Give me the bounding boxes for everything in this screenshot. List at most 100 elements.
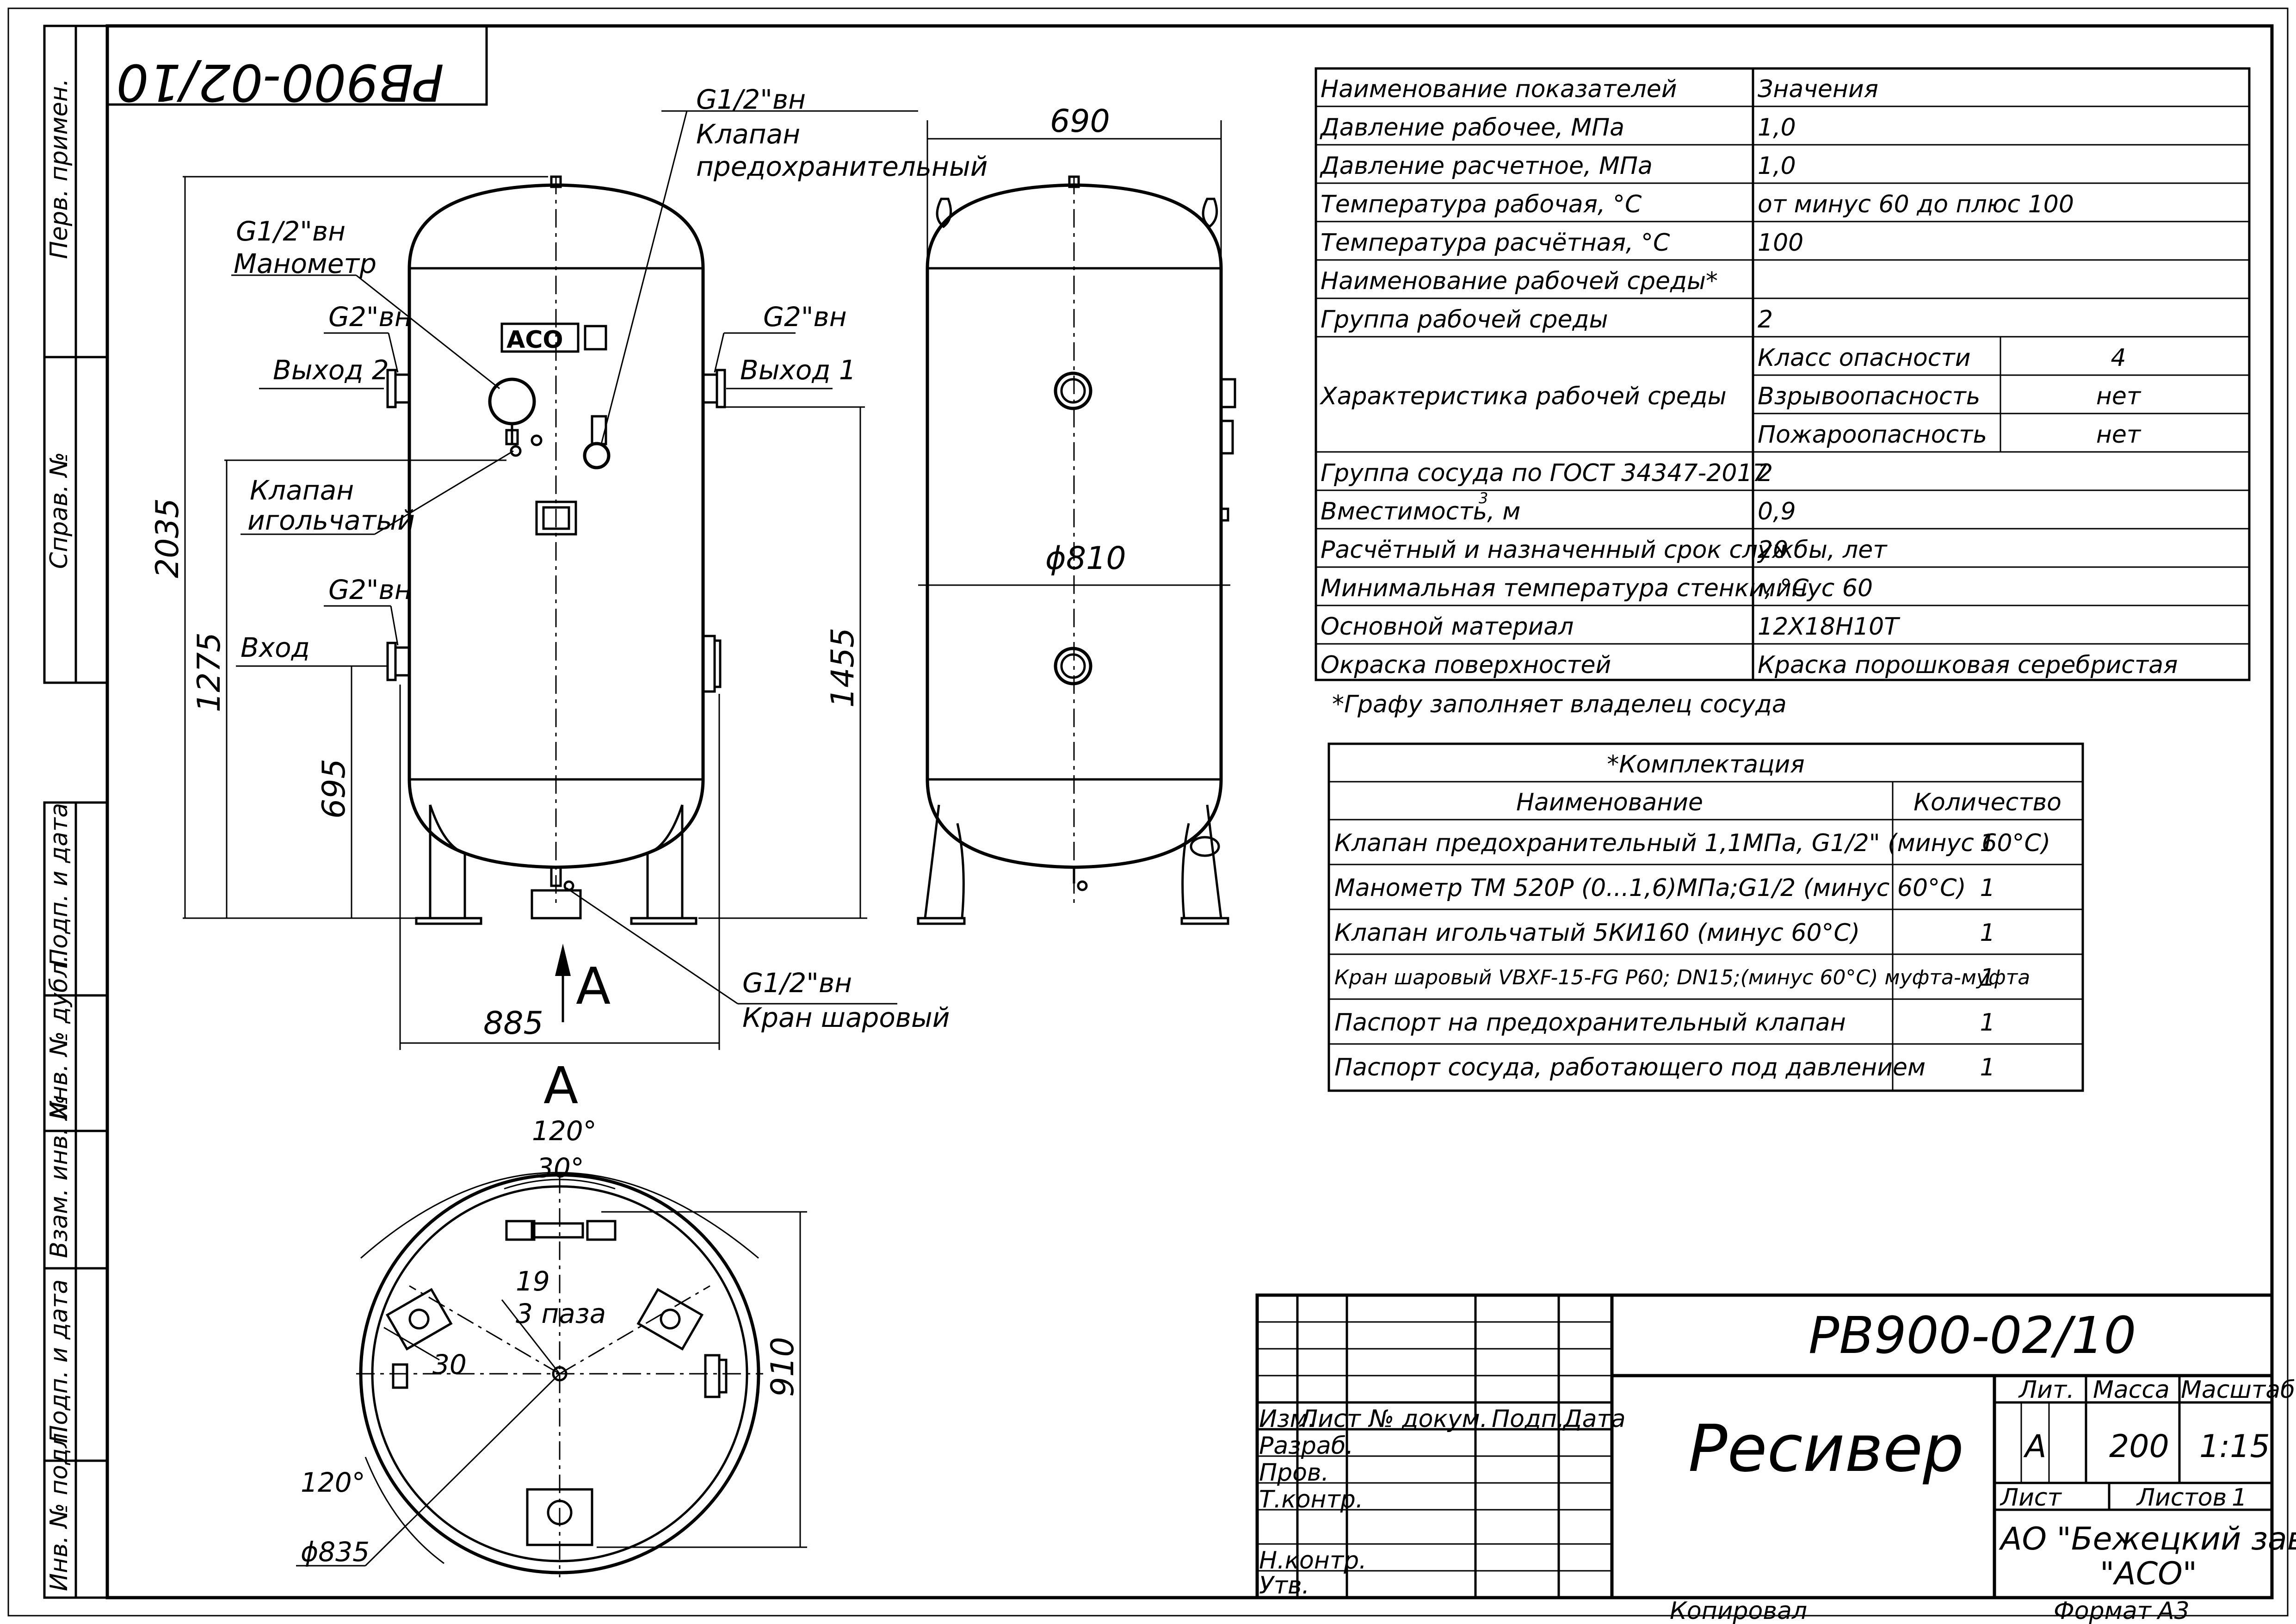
label-out1-conn: G2"вн: [763, 301, 847, 333]
label-910: 910: [765, 1337, 801, 1397]
params-row-value: 1,0: [1758, 114, 1796, 142]
kit-row-name: Клапан предохранительный 1,1МПа, G1/2" (…: [1334, 829, 2050, 857]
tb-sheets: 1: [2232, 1484, 2247, 1512]
params-sub-label: Класс опасности: [1758, 344, 1970, 372]
kit-row-name: Кран шаровый VBXF-15-FG P60; DN15;(минус…: [1334, 966, 2030, 989]
dim-1275: 1275: [191, 632, 228, 712]
params-row-value: от минус 60 до плюс 100: [1758, 191, 2074, 218]
dim-1455: 1455: [825, 628, 861, 708]
stamp-podp1: Подп. и дата: [45, 803, 73, 967]
params-row-value: 2: [1758, 459, 1773, 487]
params-row-label: Вместимость, м: [1321, 498, 1520, 525]
params-characteristic-label: Характеристика рабочей среды: [1319, 383, 1727, 410]
stamp-vzam: Взам. инв. №: [45, 1095, 73, 1258]
params-sub-value: 4: [2111, 344, 2126, 372]
params-row-label: Группа сосуда по ГОСТ 34347-2017: [1321, 459, 1768, 487]
stamp-podp2: Подп. и дата: [45, 1279, 73, 1443]
params-row-value: 0,9: [1758, 498, 1796, 525]
tb-role: Т.контр.: [1259, 1486, 1363, 1513]
params-row-label: Расчётный и назначенный срок службы, лет: [1321, 536, 1888, 564]
dim-2035: 2035: [149, 498, 186, 578]
tb-org-2: "АСО": [2100, 1556, 2197, 1592]
tb-col-doc: № докум.: [1368, 1405, 1487, 1433]
label-gauge-conn: G1/2"вн: [236, 216, 346, 247]
tb-sheet-label: Лист: [2000, 1484, 2062, 1512]
kit-row-qty: 1: [1980, 874, 1995, 902]
tb-scale: 1:15: [2199, 1428, 2270, 1465]
designation-rotated-box: PB900-02/10: [106, 25, 488, 112]
kit-row-name: Паспорт на предохранительный клапан: [1334, 1009, 1846, 1037]
dim-d810: ϕ810: [1045, 540, 1126, 577]
params-row-value: 12Х18Н10Т: [1758, 613, 1901, 641]
label-120-bottom: 120°: [301, 1467, 365, 1498]
kit-row-qty: 1: [1980, 829, 1995, 857]
params-row-label: Давление рабочее, МПа: [1320, 114, 1624, 142]
label-out1: Выход 1: [740, 354, 856, 386]
params-row-value: минус 60: [1758, 574, 1873, 602]
tb-format: А3: [2156, 1597, 2190, 1624]
bottom-view: А 120° 30° 19 3 паза 30 120° ϕ835: [296, 1056, 807, 1577]
ball-valve-icon: [550, 866, 562, 887]
params-row-value: 100: [1758, 229, 1803, 257]
stamp-perv: Перв. примен.: [45, 79, 73, 259]
bottom-view-title: А: [543, 1056, 578, 1115]
tb-col-list: Лист: [1299, 1405, 1361, 1433]
inlet-icon: [394, 646, 411, 677]
side-stamp: Перв. примен. Справ. № Подп. и дата Инв.…: [43, 25, 109, 1599]
params-row-value: 1,0: [1758, 152, 1796, 180]
kit-table: *Комплектация Наименование Количество Кл…: [1327, 742, 2084, 1092]
tb-copied: Копировал: [1670, 1597, 1807, 1624]
label-valve-2: предохранительный: [696, 151, 988, 182]
params-row-label: Температура рабочая, °С: [1321, 191, 1642, 218]
kit-row-qty: 1: [1980, 919, 1995, 947]
tb-role: Утв.: [1259, 1572, 1309, 1599]
tb-scale-label: Масштаб: [2181, 1376, 2295, 1404]
params-footnote: *Графу заполняет владелец сосуда: [1332, 691, 1787, 718]
tb-designation: РВ900-02/10: [1808, 1306, 2136, 1365]
params-row-label: Основной материал: [1321, 613, 1574, 641]
params-sub-value: нет: [2096, 383, 2142, 410]
label-ball: Кран шаровый: [742, 1002, 950, 1033]
params-header-name: Наименование показателей: [1321, 75, 1677, 103]
dim-885: 885: [483, 1005, 543, 1042]
stamp-inv-podl: Инв. № подл.: [45, 1425, 73, 1591]
tb-col-izm: Изм.: [1259, 1405, 1315, 1433]
params-volume-superscript: 3: [1479, 489, 1488, 507]
label-ball-conn: G1/2"вн: [742, 967, 852, 999]
view-arrow-a: А: [576, 957, 611, 1016]
stamp-sprav: Справ. №: [45, 452, 73, 569]
outlet-1-icon: [702, 373, 718, 404]
tb-mass: 200: [2109, 1428, 2169, 1465]
logo-text: АСО: [506, 326, 563, 354]
tb-name: Ресивер: [1688, 1411, 1964, 1487]
label-30: 30°: [537, 1152, 584, 1184]
tb-col-date: Дата: [1562, 1405, 1626, 1433]
kit-row-qty: 1: [1980, 1009, 1995, 1037]
kit-row-qty: 1: [1980, 1054, 1995, 1081]
dim-690: 690: [1050, 103, 1110, 140]
label-19: 19: [516, 1266, 550, 1297]
kit-row-qty: 1: [1980, 964, 1995, 992]
front-callouts: G1/2"вн Клапан предохранительный G1/2"вн…: [231, 84, 988, 1033]
stamp-inv-dubl: Инв. № дубл.: [45, 955, 73, 1119]
kit-row-name: Манометр ТМ 520Р (0...1,6)МПа;G1/2 (мину…: [1334, 874, 1966, 902]
tb-role: Разраб.: [1259, 1432, 1353, 1460]
label-in: Вход: [241, 632, 310, 663]
kit-header-name: Наименование: [1516, 789, 1703, 816]
tb-sheets-label: Листов: [2136, 1484, 2227, 1512]
front-view: АСО: [149, 84, 988, 1050]
kit-title: *Комплектация: [1607, 751, 1804, 778]
label-gauge: Манометр: [234, 248, 376, 279]
label-3-slots: 3 паза: [516, 1298, 606, 1329]
params-row-label: Давление расчетное, МПа: [1320, 152, 1653, 180]
params-row-label: Группа рабочей среды: [1321, 306, 1608, 333]
dim-695: 695: [316, 759, 352, 819]
front-dimensions: 2035 1275 695 1455 885: [149, 176, 867, 1050]
params-row-label: Окраска поверхностей: [1321, 651, 1611, 679]
outer-frame: [7, 7, 2289, 1617]
params-header-value: Значения: [1758, 75, 1878, 103]
tb-role: Н.контр.: [1259, 1547, 1367, 1575]
label-out2-conn: G2"вн: [328, 301, 412, 333]
label-needle-2: игольчатый: [247, 505, 415, 536]
label-valve-1: Клапан: [696, 118, 800, 150]
